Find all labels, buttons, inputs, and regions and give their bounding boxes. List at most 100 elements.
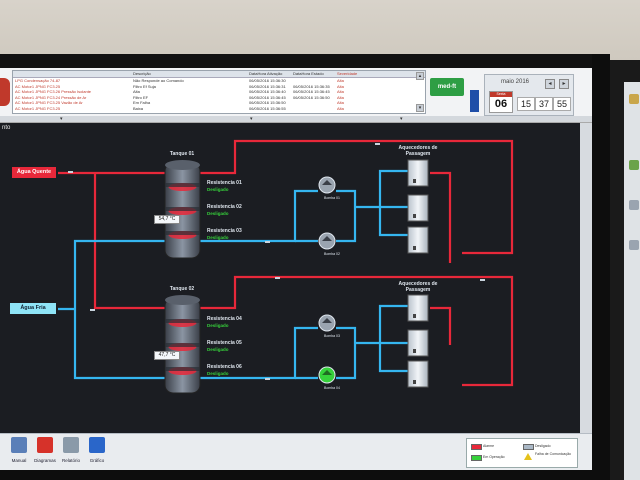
legend-off-swatch	[523, 444, 534, 450]
alarm-desc: Filtro Ef Suja	[133, 83, 156, 89]
calendar-day-badge: Sexta 06	[489, 91, 513, 113]
manual-book-icon	[11, 437, 27, 453]
col-description[interactable]: Descrição	[133, 71, 151, 76]
alarm-time-act: 06/05/2016 15:36:45	[249, 94, 286, 100]
bottom-toolbar: Manual Diagramas Relatório Gráfico Alarm…	[0, 433, 592, 470]
pump-icon	[318, 176, 336, 194]
resistor-04-state: Desligado	[207, 323, 229, 328]
month-label: maio 2016	[501, 79, 530, 85]
alarm-time-state: 06/05/2016 15:36:45	[293, 89, 330, 94]
pdf-icon	[37, 437, 53, 453]
pump-04-label: Bomba 04	[324, 386, 340, 390]
diagrams-button[interactable]: Diagramas	[34, 437, 56, 465]
alarm-tag: AC Motor1 JPNG FC3.26 Pressão Isolante	[15, 89, 92, 94]
monitor-bezel-bottom	[0, 470, 610, 480]
heater-group-1	[407, 159, 429, 254]
alarm-header-area: Descrição DataHora Ativação DataHora Est…	[0, 68, 592, 116]
pump-01-label: Bomba 01	[324, 196, 340, 200]
alarm-row[interactable]: AC Motor1 JPNG FC3.26 Pressão Isolante A…	[13, 89, 425, 95]
col-activation[interactable]: DataHora Ativação	[249, 71, 283, 76]
alarm-bell-icon[interactable]	[0, 78, 10, 106]
status-indicator	[470, 90, 479, 112]
alarm-desc: Filtro EF	[133, 94, 149, 100]
sub-toolbar: ▾ ▾ ▾	[0, 116, 592, 123]
alarm-row[interactable]: AC Motor1 JPNG FC3.25 Baixa 06/05/2016 1…	[13, 106, 425, 112]
monitor-screen: Descrição DataHora Ativação DataHora Est…	[0, 68, 592, 470]
hot-water-pipes	[58, 139, 514, 387]
prev-arrow-icon[interactable]: ◂	[545, 79, 555, 89]
tank-02-title: Tanque 02	[169, 286, 195, 292]
heater-group-2	[407, 294, 429, 388]
pump-02-label: Bomba 02	[324, 252, 340, 256]
legend-alarm-label: Alarme	[483, 444, 495, 448]
report-label: Relatório	[61, 458, 80, 463]
alarm-severity: Alta	[337, 100, 344, 105]
tank-01-title: Tanque 01	[169, 151, 195, 157]
hot-water-label: Água Quente	[12, 167, 56, 178]
cold-water-pipes	[58, 169, 408, 380]
legend-alarm-swatch	[471, 444, 482, 450]
next-arrow-icon[interactable]: ▸	[559, 79, 569, 89]
monitor-bezel-top	[0, 54, 608, 70]
alarm-row[interactable]: AC Motor1 JPNG FC3.25 Vazão de Ar Em Fal…	[13, 100, 425, 106]
right-scrollbar[interactable]	[580, 123, 592, 433]
alarm-scroll-up-icon[interactable]: ▴	[416, 72, 424, 80]
alarm-desc: Alta	[133, 89, 140, 94]
dropdown-marker-icon[interactable]: ▾	[250, 116, 253, 122]
pump-running-icon	[318, 366, 336, 384]
desktop-icon[interactable]	[629, 200, 639, 210]
manual-button[interactable]: Manual	[8, 437, 30, 465]
col-severity[interactable]: Severidade	[337, 71, 358, 76]
resistor-03-state: Desligado	[207, 235, 229, 240]
alarm-tag: LPG Condensação 74-87	[15, 78, 61, 83]
col-state-time[interactable]: DataHora Estado	[293, 71, 324, 76]
alarm-tag: AC Motor1 JPNG FC3.25	[15, 105, 61, 111]
legend-off-label: Desligado	[535, 444, 551, 448]
alarm-time-act: 06/05/2016 15:36:30	[249, 78, 286, 83]
status-legend: Alarme Desligado Em Operação Falha de Co…	[466, 438, 578, 468]
alarm-row[interactable]: AC Motor1 JPNG FC3.25 Filtro Ef Suja 06/…	[13, 84, 425, 90]
desktop-icon[interactable]	[629, 240, 639, 250]
weekday-label: Sexta	[490, 92, 512, 97]
tank-01-graphic	[164, 160, 201, 259]
clock-second: 55	[553, 97, 571, 111]
alarm-desc: Não Responde ao Comando	[133, 78, 184, 83]
alarm-row[interactable]: LPG Condensação 74-87 Não Responde ao Co…	[13, 78, 425, 84]
resistor-05-state: Desligado	[207, 347, 229, 352]
alarm-time-act: 06/05/2016 15:36:50	[249, 100, 286, 105]
alarm-table-header: Descrição DataHora Ativação DataHora Est…	[13, 71, 425, 78]
alarm-time-act: 06/05/2016 15:36:55	[249, 105, 286, 111]
heaters-group-1-title: Aquecedores de Passagem	[398, 145, 438, 157]
tank-02-temperature: 47,7 °C	[154, 351, 180, 360]
alarm-row[interactable]: AC Motor1 JPNG FC3.24 Pressão de Ar Filt…	[13, 95, 425, 101]
second-monitor	[610, 60, 640, 480]
pump-icon	[318, 232, 336, 250]
manual-label: Manual	[11, 458, 27, 463]
resistor-02-state: Desligado	[207, 211, 229, 216]
pump-icon	[318, 314, 336, 332]
clock-hour: 15	[517, 97, 535, 111]
alarm-severity: Alta	[337, 78, 344, 83]
desktop-icon[interactable]	[629, 94, 639, 104]
alarm-severity: Alta	[337, 83, 344, 89]
legend-comm-fail-label: Falha de Comunicação	[535, 452, 571, 456]
legend-running-swatch	[471, 455, 482, 461]
pipe-diagram	[58, 139, 514, 394]
dropdown-marker-icon[interactable]: ▾	[60, 116, 63, 122]
alarm-time-state: 06/05/2016 15:36:50	[293, 94, 330, 100]
alarm-time-state: 06/05/2016 15:36:35	[293, 83, 330, 89]
day-number: 06	[494, 98, 508, 110]
chart-icon	[89, 437, 105, 453]
chart-button[interactable]: Gráfico	[86, 437, 108, 465]
legend-running-label: Em Operação	[483, 455, 505, 459]
report-button[interactable]: Relatório	[60, 437, 82, 465]
alarm-scroll-down-icon[interactable]: ▾	[416, 104, 424, 112]
alarm-time-state	[293, 106, 337, 112]
desktop-icon[interactable]	[629, 160, 639, 170]
report-icon	[63, 437, 79, 453]
alarm-table[interactable]: Descrição DataHora Ativação DataHora Est…	[12, 70, 426, 114]
resistor-01-label: Resistencia 01	[207, 180, 242, 186]
dropdown-marker-icon[interactable]: ▾	[400, 116, 403, 122]
alarm-tag: AC Motor1 JPNG FC3.25 Vazão de Ar	[15, 100, 83, 105]
resistor-03-label: Resistencia 03	[207, 228, 242, 234]
